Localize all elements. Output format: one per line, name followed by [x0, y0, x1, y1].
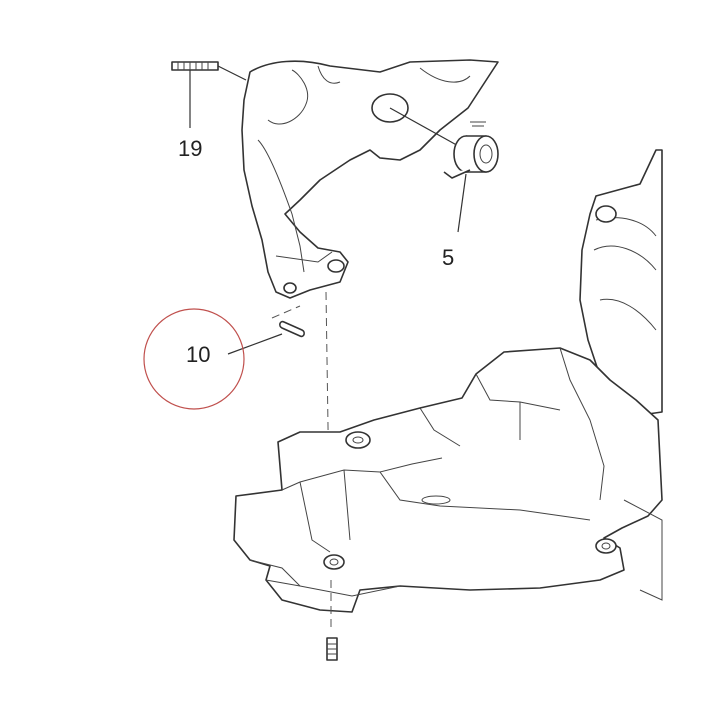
screw-19-icon: [171, 61, 247, 128]
callout-5-label: 5: [442, 245, 455, 270]
callout-10-highlight-circle: [143, 308, 245, 410]
callout-10-label: 10: [186, 342, 211, 367]
upper-bracket-part: [241, 59, 499, 299]
pin-10-icon: [227, 305, 305, 355]
base-plate-part: [233, 347, 663, 613]
right-housing-part: [579, 149, 663, 415]
bushing-5-icon: [389, 107, 499, 233]
callout-19-label: 19: [178, 136, 203, 161]
lower-screw-icon: [326, 580, 338, 661]
